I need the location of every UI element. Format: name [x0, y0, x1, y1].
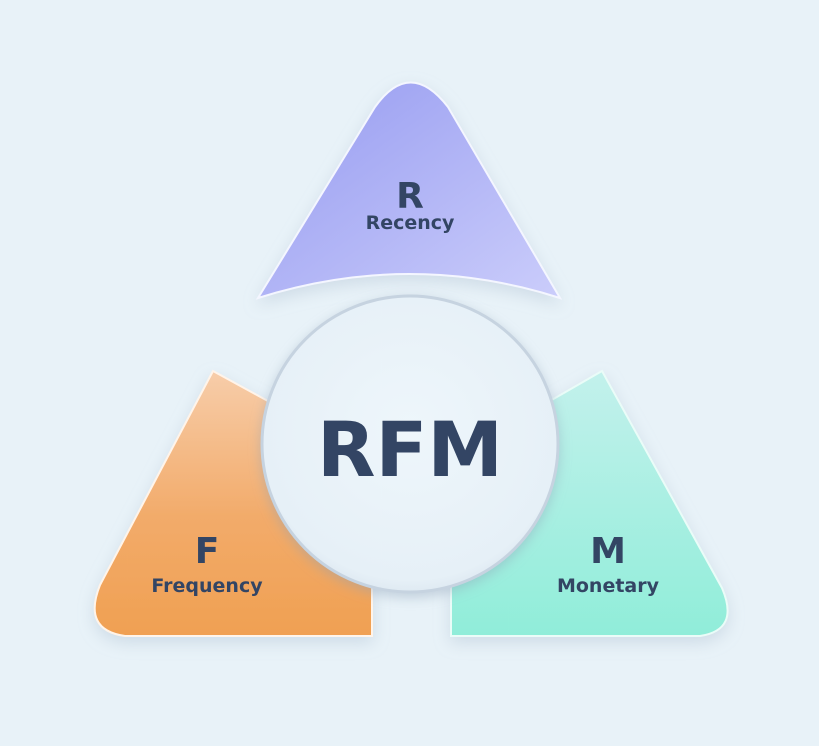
segment-recency-letter: R: [396, 176, 424, 217]
segment-monetary-letter: M: [590, 531, 626, 572]
segment-recency-shape: [255, 81, 563, 300]
segment-frequency-letter: F: [195, 531, 220, 572]
segment-recency-label: Recency: [366, 212, 455, 234]
center-circle: [260, 294, 560, 594]
center-label: RFM: [317, 405, 503, 494]
segment-monetary-label: Monetary: [557, 575, 660, 597]
segment-recency: R Recency: [255, 81, 563, 300]
segment-frequency-label: Frequency: [151, 575, 263, 597]
center-hub: RFM: [260, 294, 560, 594]
